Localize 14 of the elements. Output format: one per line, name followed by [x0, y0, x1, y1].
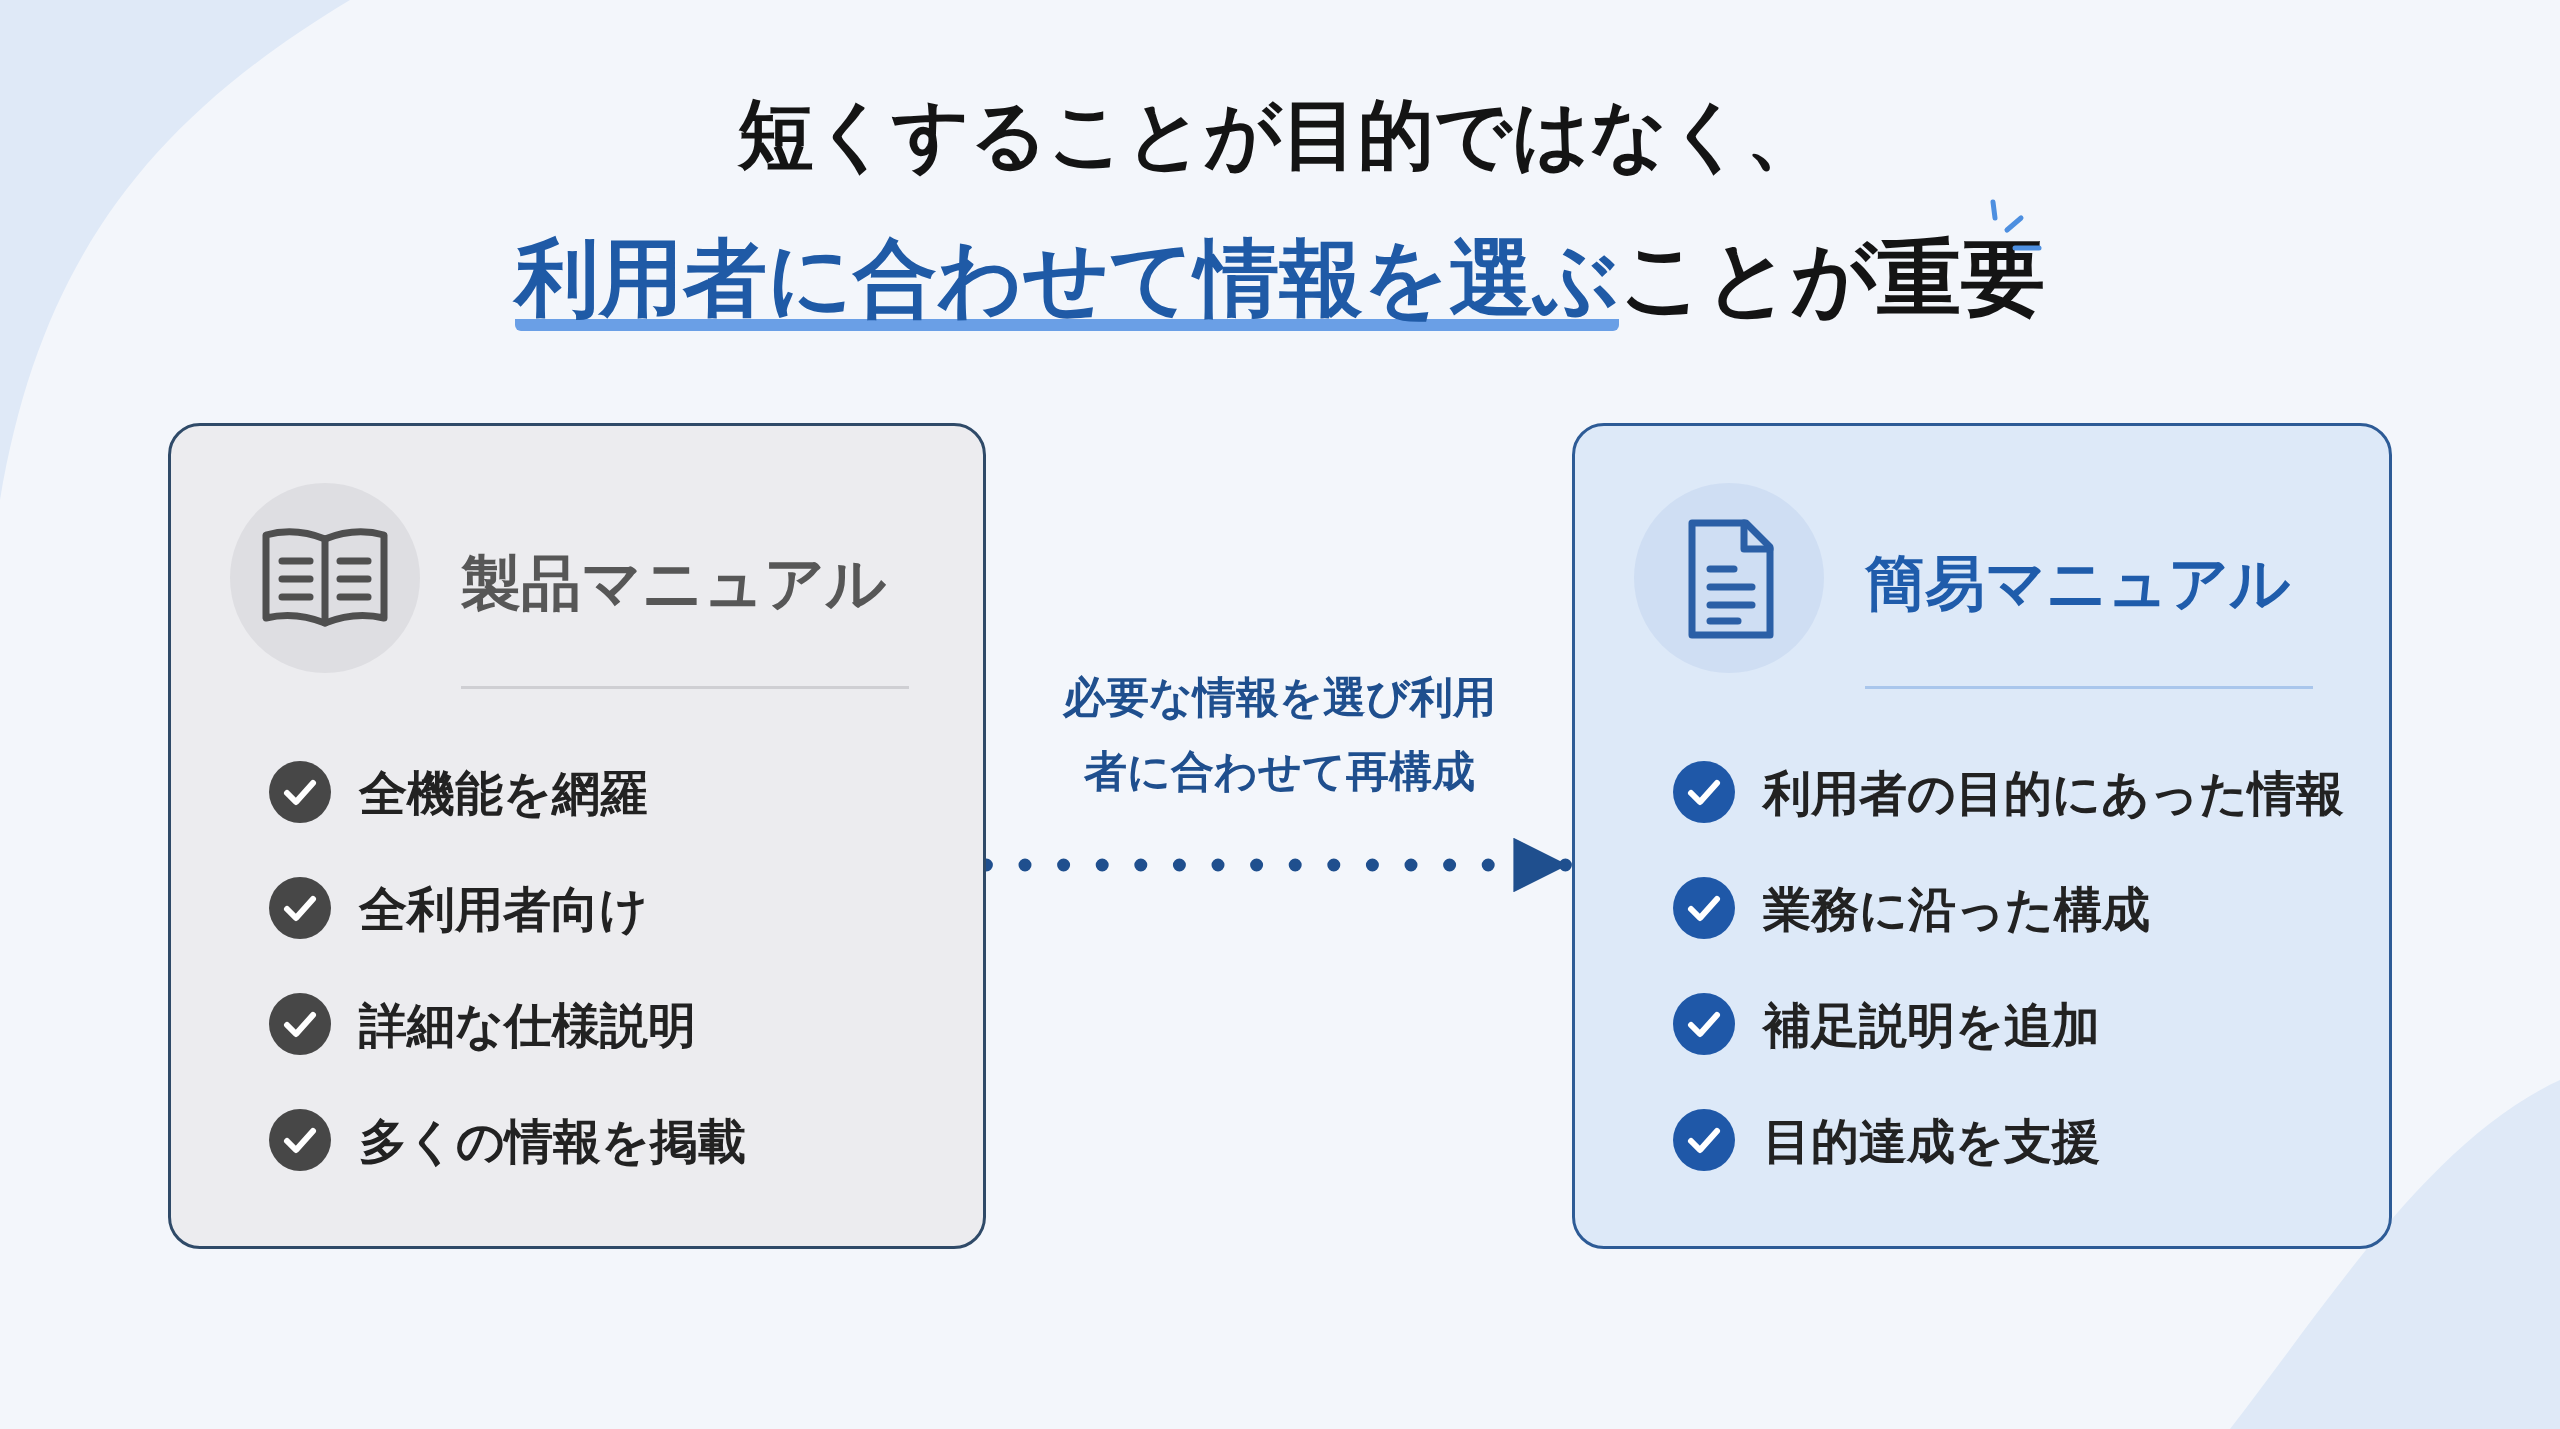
panel-card [1572, 423, 2392, 1249]
heading: 簡易マニュアル [1865, 547, 2290, 620]
list-item: 利用者の目的にあった情報 [1763, 764, 2344, 823]
edge-label: 必要な情報を選び利用者に合わせて再構成 [1061, 671, 1497, 798]
panel-card [168, 423, 986, 1249]
title: 短くすることが目的ではなく、 [736, 89, 1823, 181]
list-item: 補足説明を追加 [1763, 996, 2100, 1055]
list-item: 全利用者向け [359, 880, 648, 939]
heading: 製品マニュアル [461, 547, 886, 620]
list-item: 全機能を網羅 [359, 764, 648, 823]
list-item: 業務に沿った構成 [1763, 880, 2150, 939]
list-item: 詳細な仕様説明 [359, 996, 696, 1055]
list-item: 多くの情報を掲載 [359, 1112, 746, 1171]
list-item: 目的達成を支援 [1763, 1112, 2100, 1171]
